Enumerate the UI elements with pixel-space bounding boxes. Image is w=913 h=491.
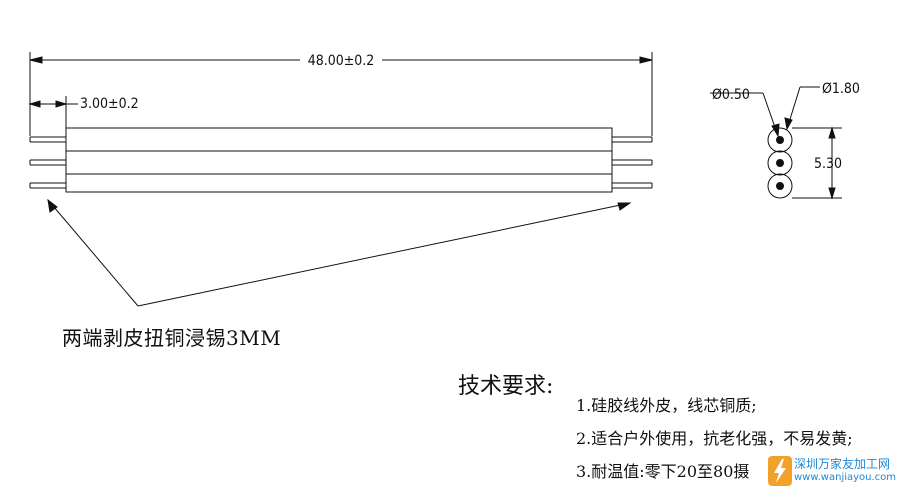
cable-cross-section xyxy=(767,127,793,199)
conductor-ends-left xyxy=(29,136,66,189)
leader-line-right xyxy=(137,202,631,307)
lightning-logo-icon xyxy=(768,456,792,486)
strip-note: 两端剥皮扭铜浸锡3MM xyxy=(62,326,282,350)
watermark-name: 深圳万家友加工网 xyxy=(794,457,891,471)
dim-total-length: 48.00±0.2 xyxy=(308,53,375,69)
watermark: 深圳万家友加工网 www.wanjiayou.com xyxy=(766,453,913,489)
requirements-title: 技术要求: xyxy=(458,374,554,399)
conductor-ends-right xyxy=(612,136,653,189)
dim-strip-length: 3.00±0.2 xyxy=(80,96,139,112)
watermark-url: www.wanjiayou.com xyxy=(794,472,897,483)
cable-body xyxy=(65,127,613,193)
leader-line-left xyxy=(47,199,139,307)
dim-total-height: 5.30 xyxy=(814,156,842,172)
requirement-item: 2.适合户外使用，抗老化强，不易发黄; xyxy=(576,429,853,448)
dim-outer-diameter: Ø1.80 xyxy=(822,81,860,97)
requirement-item: 3.耐温值:零下20至80摄 xyxy=(576,462,750,481)
requirement-item: 1.硅胶线外皮，线芯铜质; xyxy=(576,396,757,415)
dim-conductor-diameter: Ø0.50 xyxy=(712,87,750,103)
